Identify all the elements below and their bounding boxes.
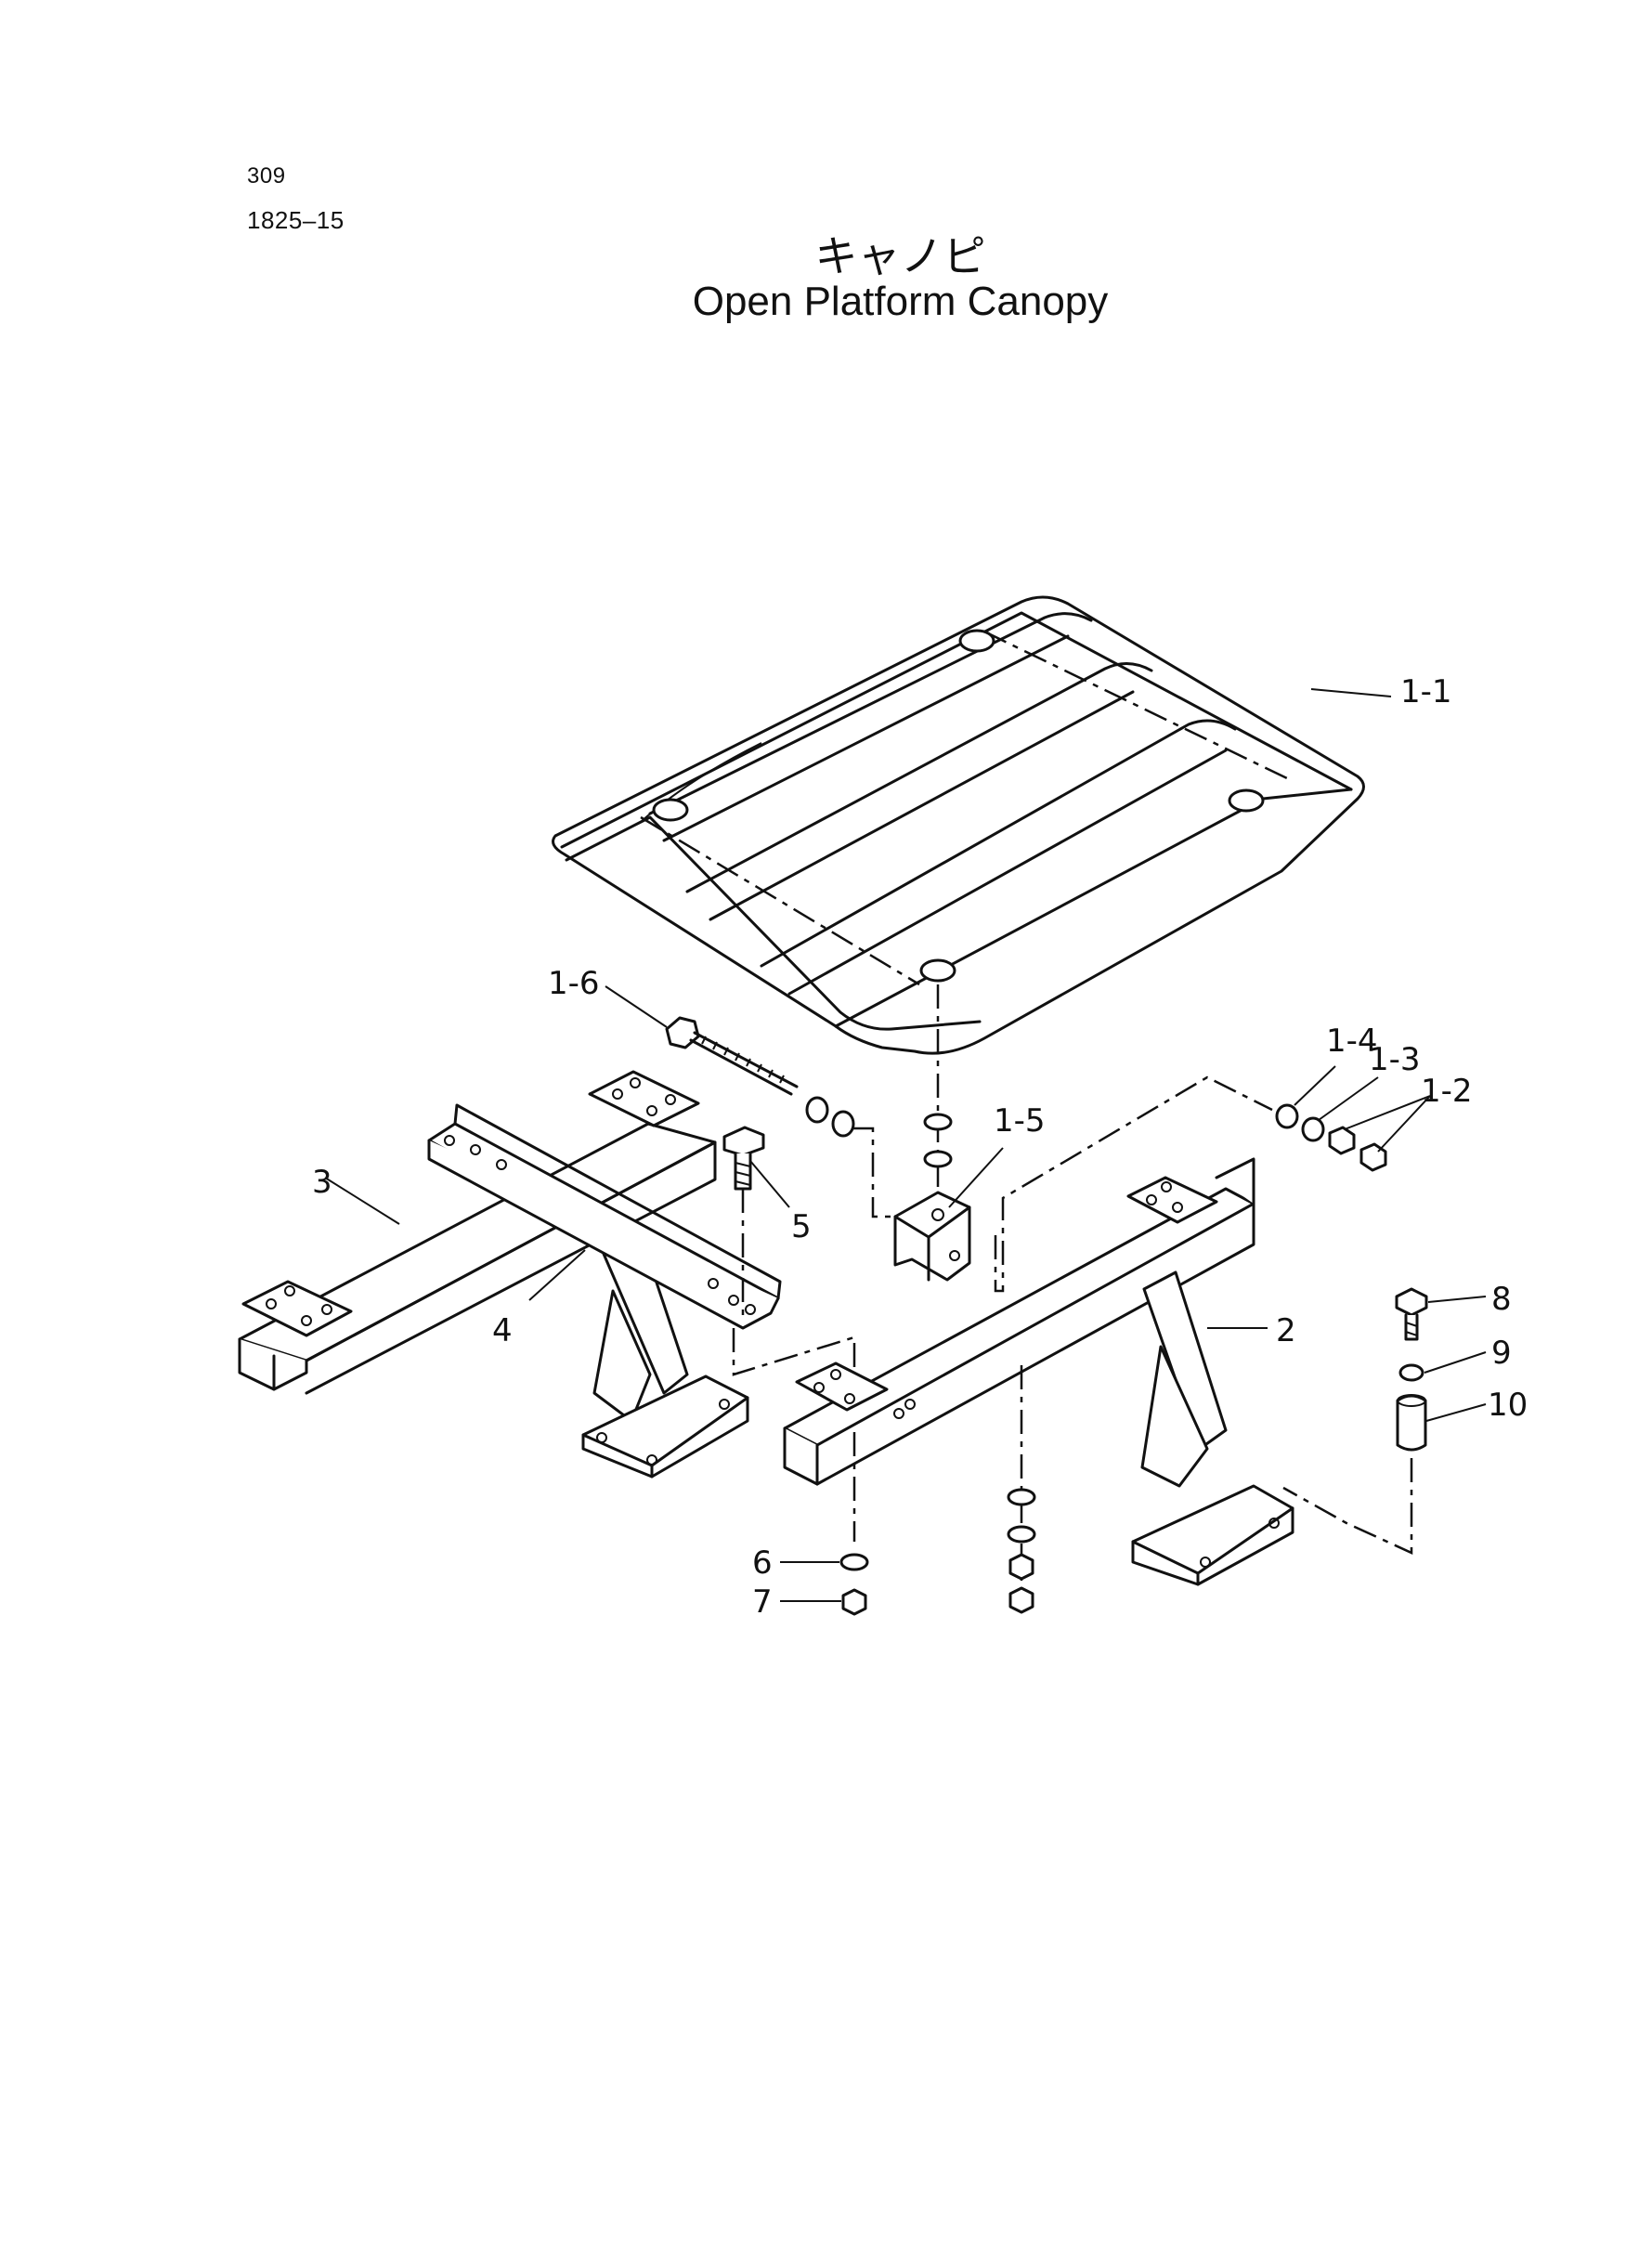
callout-8: 8 bbox=[1491, 1281, 1512, 1318]
page-number: 309 bbox=[247, 163, 286, 189]
right-frame-2 bbox=[783, 1157, 1294, 1586]
long-bolt-1-6 bbox=[605, 985, 855, 1138]
callout-9: 9 bbox=[1491, 1335, 1512, 1372]
callout-5: 5 bbox=[791, 1208, 812, 1245]
callout-1-3: 1-3 bbox=[1369, 1041, 1421, 1078]
callout-3: 3 bbox=[312, 1164, 332, 1201]
bolt-5 bbox=[722, 1126, 790, 1319]
callout-4: 4 bbox=[492, 1312, 513, 1349]
washer-6-nut-7 bbox=[780, 1553, 869, 1616]
title-english: Open Platform Canopy bbox=[692, 279, 1109, 324]
left-frame-3 bbox=[238, 1070, 749, 1479]
callout-7: 7 bbox=[752, 1583, 773, 1621]
callout-1-2: 1-2 bbox=[1421, 1073, 1473, 1110]
callout-2: 2 bbox=[1276, 1312, 1296, 1349]
callout-10: 10 bbox=[1488, 1387, 1528, 1424]
callout-1-5: 1-5 bbox=[994, 1102, 1046, 1140]
bracket-1-5 bbox=[893, 1147, 1004, 1282]
canopy-roof bbox=[552, 595, 1392, 1055]
part-code: 1825–15 bbox=[247, 206, 345, 234]
nut-washer-set-1-2-1-4 bbox=[994, 1065, 1431, 1293]
callout-1-6: 1-6 bbox=[548, 965, 600, 1002]
callout-1-1: 1-1 bbox=[1400, 673, 1452, 710]
bolt-8-washer-9-spacer-10 bbox=[1282, 1287, 1487, 1555]
canopy-mount-washers bbox=[923, 984, 953, 1207]
title-japanese: キャノピ bbox=[814, 231, 986, 281]
cross-plate-4 bbox=[427, 1103, 782, 1330]
callout-6: 6 bbox=[752, 1544, 773, 1582]
nut-stack-center bbox=[1007, 1488, 1036, 1614]
callout-1-4: 1-4 bbox=[1326, 1023, 1378, 1060]
